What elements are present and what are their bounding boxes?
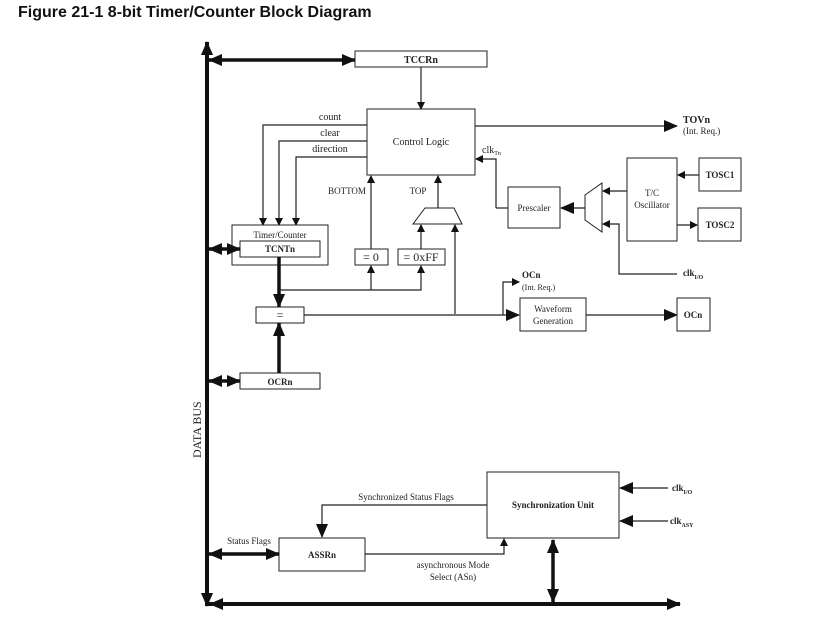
ocn-pin: OCn <box>676 297 711 332</box>
waveform-generation-block: Waveform Generation <box>519 297 587 332</box>
generation-label: Generation <box>533 316 573 326</box>
tovn-label: TOVn <box>683 115 710 126</box>
data-bus: DATA BUS <box>190 41 681 610</box>
tosc1-pin: TOSC1 <box>698 157 742 192</box>
ocn-pin-label: OCn <box>684 310 703 320</box>
equals-zero-comparator: = 0 <box>354 248 389 266</box>
tovn-int-req-label: (Int. Req.) <box>683 126 720 136</box>
compare-label: = <box>277 308 284 322</box>
sync-unit-label: Synchronization Unit <box>512 500 594 510</box>
clk-asy-label: clkASY <box>670 516 694 529</box>
tosc2-pin: TOSC2 <box>697 207 742 242</box>
tosc1-label: TOSC1 <box>706 170 735 180</box>
control-logic-block: Control Logic <box>366 108 476 176</box>
ocrn-register: OCRn <box>239 372 321 390</box>
status-flags-label: Status Flags <box>227 536 271 546</box>
clk-io-sync-label: clkI/O <box>672 483 693 496</box>
sync-status-flags-label: Synchronized Status Flags <box>358 492 454 502</box>
prescaler-label: Prescaler <box>518 203 551 213</box>
clock-source-mux <box>584 182 603 233</box>
figure-title: Figure 21-1 8-bit Timer/Counter Block Di… <box>18 4 372 21</box>
async-mode-label-2: Select (ASn) <box>430 572 476 582</box>
top-select-mux <box>412 207 463 225</box>
bottom-signal-label: BOTTOM <box>328 186 366 196</box>
ocn-int-req-label: (Int. Req.) <box>522 283 555 292</box>
tc-label: T/C <box>645 188 659 198</box>
count-signal-label: count <box>319 112 341 123</box>
compare-block: = <box>255 306 305 324</box>
prescaler-block: Prescaler <box>507 186 561 229</box>
clk-io-label: clkI/O <box>683 268 704 281</box>
top-signal-label: TOP <box>410 186 427 196</box>
equals-ff-label: = 0xFF <box>403 250 438 264</box>
tcntn-label: TCNTn <box>265 244 295 254</box>
synchronization-unit-block: Synchronization Unit <box>486 471 620 539</box>
ocn-int-label: OCn <box>522 270 541 280</box>
async-mode-label-1: asynchronous Mode <box>417 560 490 570</box>
tccrn-label: TCCRn <box>404 55 438 66</box>
tosc2-label: TOSC2 <box>706 220 735 230</box>
tccrn-register: TCCRn <box>354 50 488 68</box>
direction-signal-label: direction <box>312 144 348 155</box>
equals-zero-label: = 0 <box>363 250 379 264</box>
waveform-label: Waveform <box>534 304 572 314</box>
tc-oscillator-block: T/C Oscillator <box>626 157 678 242</box>
assrn-label: ASSRn <box>308 550 336 560</box>
oscillator-label: Oscillator <box>634 200 670 210</box>
clk-tn-label: clkTn <box>482 145 501 157</box>
equals-ff-comparator: = 0xFF <box>397 248 446 266</box>
ocrn-label: OCRn <box>267 377 292 387</box>
control-logic-label: Control Logic <box>393 137 450 148</box>
clear-signal-label: clear <box>320 128 340 139</box>
data-bus-label: DATA BUS <box>190 401 204 458</box>
timer-counter-label: Timer/Counter <box>253 230 306 240</box>
assrn-register: ASSRn <box>278 537 366 572</box>
